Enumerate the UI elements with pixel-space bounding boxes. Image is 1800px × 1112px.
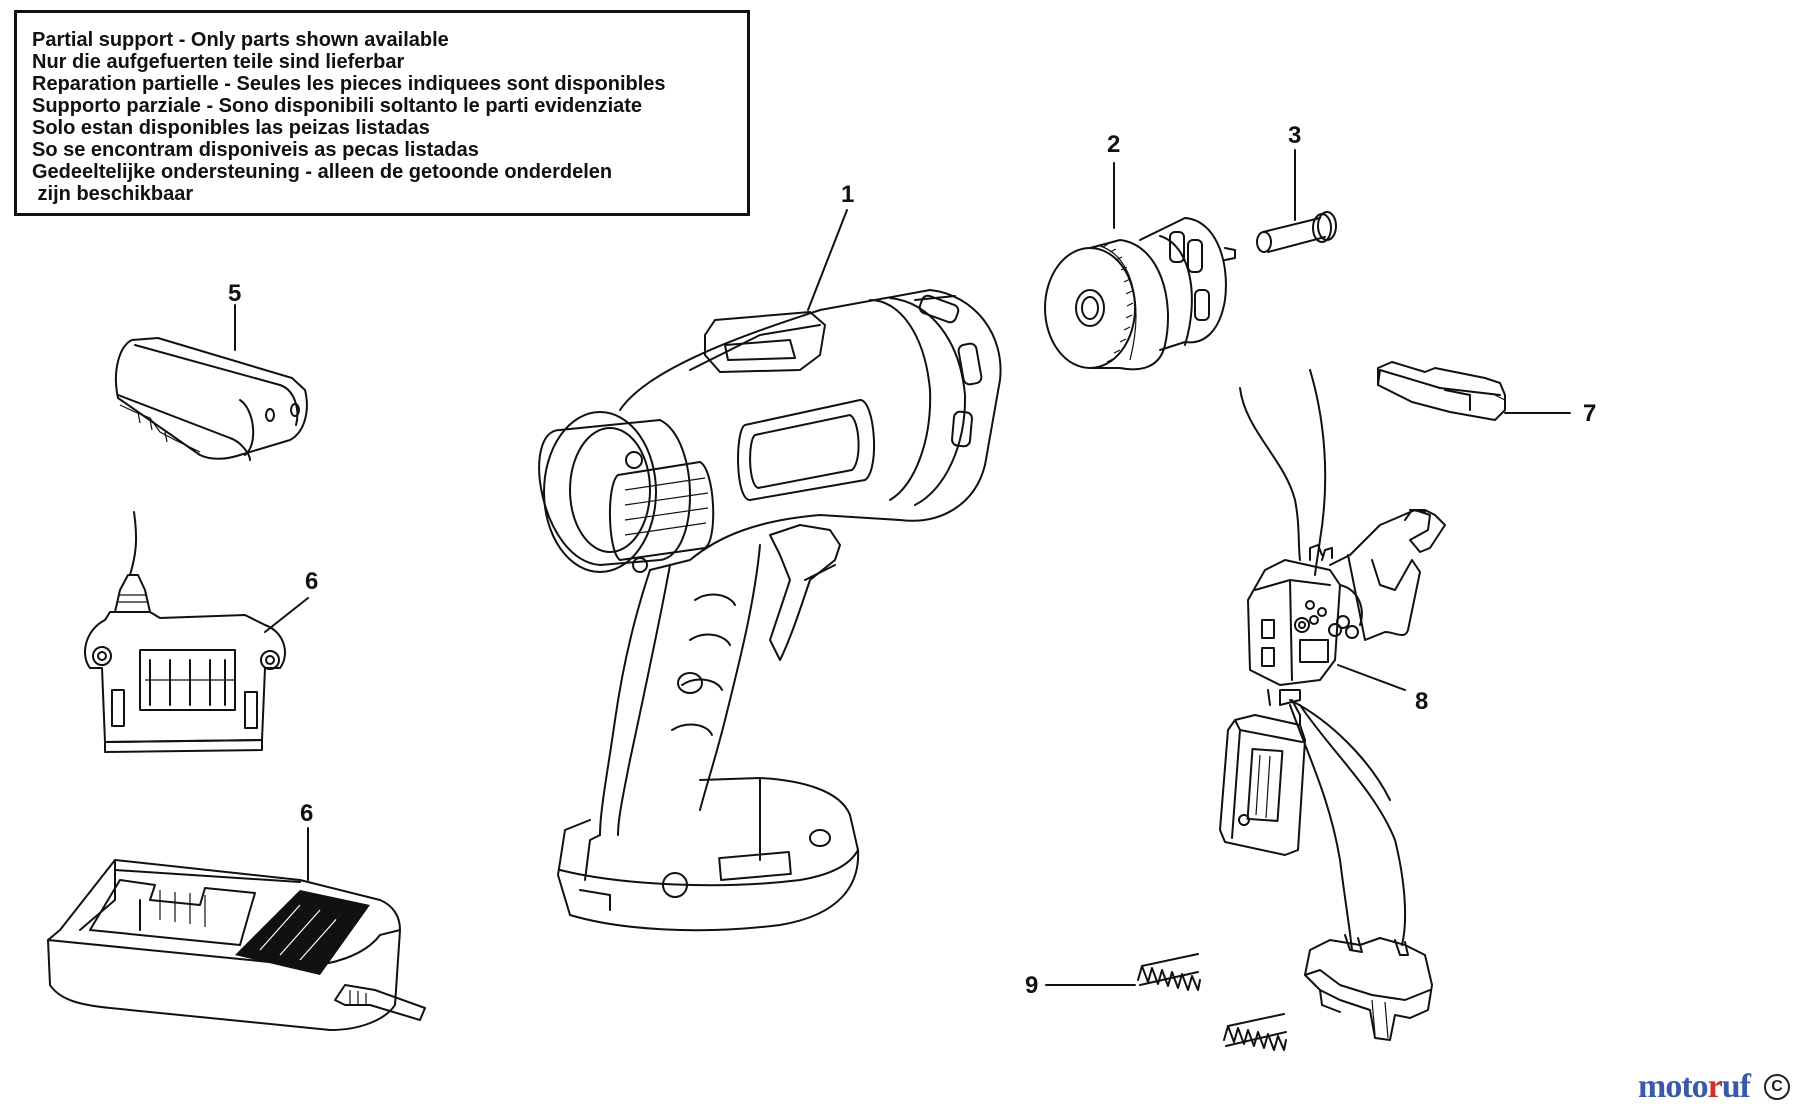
springs-drawing xyxy=(1137,953,1287,1051)
callout-7: 7 xyxy=(1583,400,1597,427)
watermark-part-b: r xyxy=(1707,1068,1723,1105)
watermark-logo: motoruf xyxy=(1638,1068,1751,1106)
watermark-part-c: uf xyxy=(1721,1068,1751,1105)
callout-2: 2 xyxy=(1107,131,1121,158)
notice-line-it: Supporto parziale - Sono disponibili sol… xyxy=(32,95,643,117)
notice-line-de: Nur die aufgefuerten teile sind lieferba… xyxy=(32,51,405,73)
switch-lever-drawing xyxy=(1377,361,1506,421)
callout-8: 8 xyxy=(1415,688,1429,715)
callout-6-adapter: 6 xyxy=(305,568,319,595)
callout-5: 5 xyxy=(228,280,242,307)
callout-6-charger: 6 xyxy=(300,800,314,827)
screw-drawing xyxy=(1256,211,1337,253)
callout-9: 9 xyxy=(1025,972,1039,999)
drill-body-drawing xyxy=(538,289,1002,932)
availability-notice-box: Partial support - Only parts shown avail… xyxy=(14,10,750,216)
charger-adapter-drawing xyxy=(84,511,286,753)
chuck-drawing xyxy=(1044,217,1236,371)
battery-pack-drawing xyxy=(114,337,308,461)
notice-line-en: Partial support - Only parts shown avail… xyxy=(32,29,449,51)
notice-line-nl-cont: zijn beschikbaar xyxy=(32,183,194,205)
corner-badge: C xyxy=(1764,1074,1790,1100)
notice-line-fr: Reparation partielle - Seules les pieces… xyxy=(32,73,666,95)
notice-line-nl: Gedeeltelijke ondersteuning - alleen de … xyxy=(32,161,613,183)
callout-1: 1 xyxy=(841,181,855,208)
switch-assembly-drawing xyxy=(1219,369,1446,1041)
notice-line-es: Solo estan disponibles las peizas listad… xyxy=(32,117,430,139)
charger-base-drawing xyxy=(47,859,426,1031)
leader-lines xyxy=(234,149,1571,986)
watermark-part-a: moto xyxy=(1638,1068,1709,1105)
callout-3: 3 xyxy=(1288,122,1302,149)
notice-line-pt: So se encontram disponiveis as pecas lis… xyxy=(32,139,479,161)
